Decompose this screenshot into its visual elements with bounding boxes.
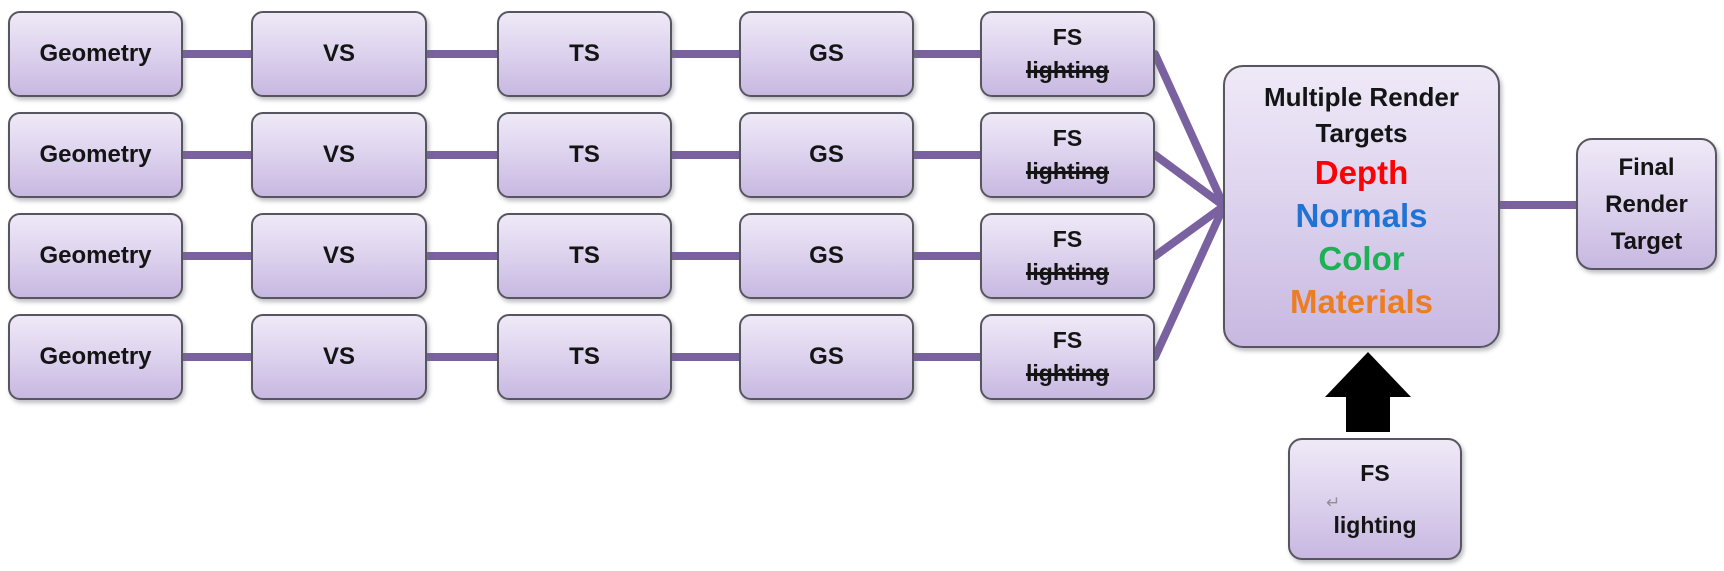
frt-line3: Target — [1610, 227, 1683, 255]
stage-label: VS — [322, 242, 355, 269]
fs-label: FS — [1052, 125, 1083, 151]
stage-label: TS — [569, 242, 600, 269]
stage-label: Geometry — [39, 141, 152, 168]
fs-label: FS — [1360, 460, 1390, 486]
stage-box-geometry-row4: Geometry — [8, 314, 183, 400]
stage-box-geometry-row3: Geometry — [8, 213, 183, 299]
stage-box-vs-row3: VS — [251, 213, 427, 299]
mrt-title-line1: Multiple Render — [1263, 82, 1459, 112]
lighting-label-struck: lighting — [1025, 360, 1110, 386]
mrt-target-normals: Normals — [1295, 197, 1428, 234]
stage-label: Geometry — [39, 40, 152, 67]
stage-label: VS — [322, 141, 355, 168]
stage-box-ts-row1: TS — [497, 11, 672, 97]
stage-label: Geometry — [39, 343, 152, 370]
mrt-title-line2: Targets — [1315, 118, 1408, 148]
stage-label: TS — [569, 141, 600, 168]
stage-box-vs-row1: VS — [251, 11, 427, 97]
stage-label: GS — [809, 242, 844, 269]
stage-box-fs-lighting-row4: FS lighting — [980, 314, 1155, 400]
stage-box-gs-row3: GS — [739, 213, 914, 299]
fs-label: FS — [1052, 24, 1083, 50]
return-icon: ↵ — [1326, 493, 1341, 512]
lighting-label-struck: lighting — [1025, 57, 1110, 83]
stage-box-gs-row2: GS — [739, 112, 914, 198]
stage-label: GS — [809, 40, 844, 67]
multiple-render-targets-box: Multiple Render Targets Depth Normals Co… — [1223, 65, 1500, 348]
stage-box-fs-lighting-row1: FS lighting — [980, 11, 1155, 97]
fs-label: FS — [1052, 226, 1083, 252]
stage-box-gs-row1: GS — [739, 11, 914, 97]
horizontal-connectors — [183, 50, 1576, 361]
connector-group — [183, 50, 1576, 361]
lighting-label-struck: lighting — [1025, 259, 1110, 285]
stage-box-geometry-row2: Geometry — [8, 112, 183, 198]
stage-box-ts-row2: TS — [497, 112, 672, 198]
stage-box-gs-row4: GS — [739, 314, 914, 400]
frt-line2: Render — [1605, 190, 1688, 218]
stage-box-ts-row3: TS — [497, 213, 672, 299]
stage-box-fs-lighting-row2: FS lighting — [980, 112, 1155, 198]
stage-box-fs-lighting-row3: FS lighting — [980, 213, 1155, 299]
lighting-label-struck: lighting — [1025, 158, 1110, 184]
stage-label: TS — [569, 40, 600, 67]
fs-lighting-box: ↵ FS lighting — [1288, 438, 1462, 560]
converging-connectors — [1151, 50, 1228, 361]
stage-label: VS — [322, 343, 355, 370]
stage-box-geometry-row1: Geometry — [8, 11, 183, 97]
stage-label: Geometry — [39, 242, 152, 269]
stage-box-ts-row4: TS — [497, 314, 672, 400]
stage-box-vs-row4: VS — [251, 314, 427, 400]
frt-line1: Final — [1618, 153, 1675, 181]
stage-label: GS — [809, 343, 844, 370]
fs-label: FS — [1052, 327, 1083, 353]
stage-label: GS — [809, 141, 844, 168]
mrt-target-depth: Depth — [1314, 154, 1409, 191]
mrt-target-materials: Materials — [1289, 283, 1434, 320]
up-arrow-icon — [1325, 352, 1411, 432]
lighting-label: lighting — [1333, 512, 1417, 538]
stage-label: VS — [322, 40, 355, 67]
stage-label: TS — [569, 343, 600, 370]
mrt-target-color: Color — [1318, 240, 1405, 277]
stage-box-vs-row2: VS — [251, 112, 427, 198]
final-render-target-box: Final Render Target — [1576, 138, 1717, 270]
